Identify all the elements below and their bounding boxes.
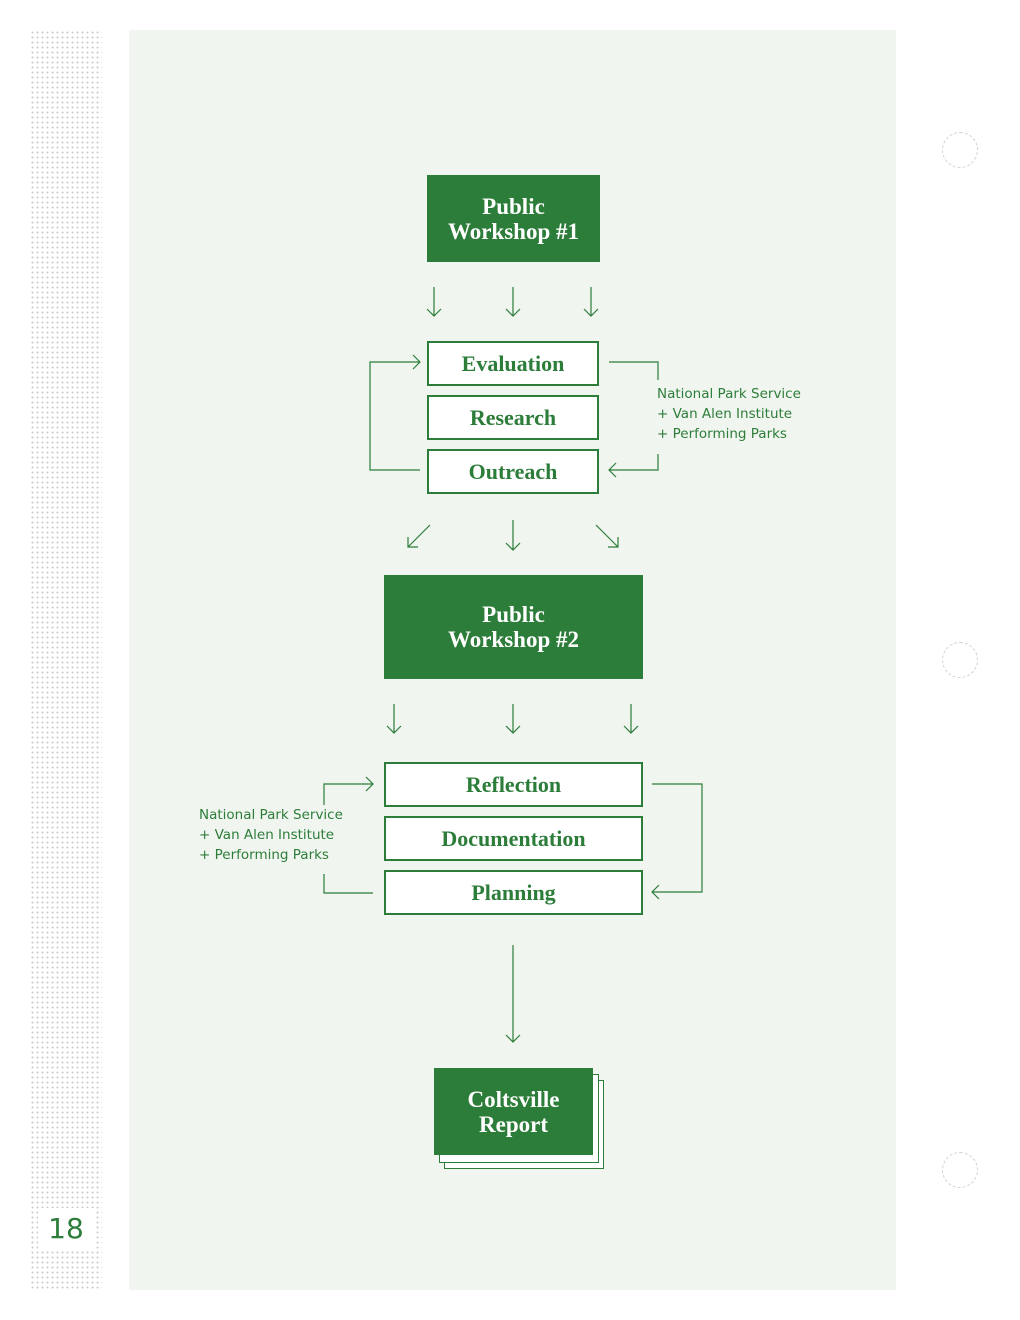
partner-line: National Park Service: [199, 807, 343, 823]
planning-box: Planning: [384, 870, 643, 915]
reflection-label: Reflection: [465, 771, 562, 797]
partners-note-phase1: National Park Service + Van Alen Institu…: [657, 384, 801, 444]
outreach-label: Outreach: [468, 458, 558, 484]
partner-line: + Van Alen Institute: [199, 827, 335, 843]
planning-label: Planning: [471, 879, 556, 905]
page-number: 18: [38, 1208, 94, 1250]
public-workshop-2-label: Public Workshop #2: [447, 602, 579, 652]
documentation-box: Documentation: [384, 816, 643, 861]
loop-left-phase1: [369, 354, 421, 471]
arrows-workshop2-to-phase2: [386, 704, 639, 734]
partner-line: + Performing Parks: [657, 426, 787, 442]
reflection-box: Reflection: [384, 762, 643, 807]
coltsville-report-label: Coltsville Report: [467, 1086, 560, 1137]
loop-right-phase2: [651, 783, 703, 900]
public-workshop-2-box: Public Workshop #2: [384, 575, 643, 679]
dotted-margin-strip: [30, 30, 102, 1290]
outreach-box: Outreach: [427, 449, 599, 494]
evaluation-box: Evaluation: [427, 341, 599, 386]
public-workshop-1-box: Public Workshop #1: [427, 175, 600, 262]
arrows-workshop1-to-phase1: [426, 287, 599, 317]
coltsville-report-box: Coltsville Report: [434, 1068, 593, 1155]
partner-line: + Performing Parks: [199, 847, 329, 863]
binder-hole-bottom: [942, 1152, 978, 1188]
partner-line: National Park Service: [657, 386, 801, 402]
research-box: Research: [427, 395, 599, 440]
loop-left-phase2: [323, 776, 374, 894]
loop-right-phase1: [608, 361, 659, 478]
arrow-to-report: [505, 945, 521, 1043]
binder-hole-top: [942, 132, 978, 168]
documentation-label: Documentation: [441, 825, 586, 851]
public-workshop-1-label: Public Workshop #1: [447, 193, 579, 244]
evaluation-label: Evaluation: [461, 350, 565, 376]
research-label: Research: [469, 404, 557, 430]
arrows-phase1-to-workshop2: [407, 520, 619, 551]
partner-line: + Van Alen Institute: [657, 406, 793, 422]
partners-note-phase2: National Park Service + Van Alen Institu…: [199, 805, 343, 865]
binder-hole-middle: [942, 642, 978, 678]
